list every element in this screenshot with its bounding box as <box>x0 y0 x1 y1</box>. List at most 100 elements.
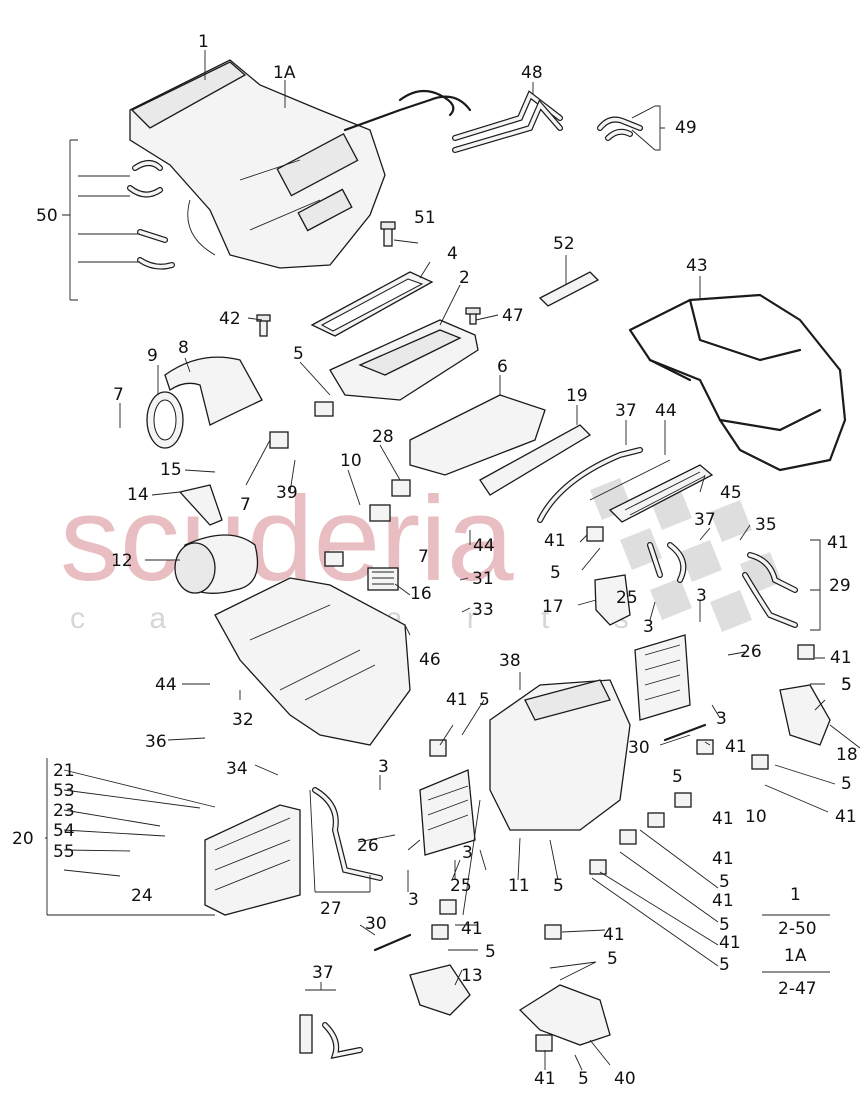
housing-2 <box>329 319 479 401</box>
leader-lines <box>45 50 861 1071</box>
refrigerant-pipes-48 <box>452 90 563 153</box>
callout-41-h: 41 <box>712 891 734 911</box>
callout-44-c: 44 <box>155 675 177 695</box>
callout-41-right: 41 <box>827 533 849 553</box>
callout-26-b: 26 <box>357 836 379 856</box>
callout-52: 52 <box>553 234 575 254</box>
callout-7-b: 7 <box>240 495 251 515</box>
callout-26-a: 26 <box>740 642 762 662</box>
callout-53: 53 <box>53 781 75 801</box>
callout-5-a: 5 <box>293 344 304 364</box>
callout-51: 51 <box>414 208 436 228</box>
screw-47 <box>465 307 481 325</box>
callout-41-j: 41 <box>603 925 625 945</box>
callout-48: 48 <box>521 63 543 83</box>
callout-5-right: 5 <box>841 675 852 695</box>
callout-45: 45 <box>720 483 742 503</box>
callout-43: 43 <box>686 256 708 276</box>
reference-1-part: 1 <box>790 885 801 905</box>
callout-54: 54 <box>53 821 75 841</box>
callout-5-i: 5 <box>719 915 730 935</box>
callout-5-c: 5 <box>841 675 852 695</box>
callout-41-i: 41 <box>461 919 483 939</box>
sensor-30-lower <box>373 933 412 952</box>
callout-28: 28 <box>372 427 394 447</box>
callout-41-extra: 41 <box>719 933 741 953</box>
callout-14: 14 <box>127 485 149 505</box>
climate-unit-assembly <box>129 59 472 269</box>
screw-51 <box>380 221 396 247</box>
callout-4: 4 <box>447 244 458 264</box>
callout-13: 13 <box>461 966 483 986</box>
callout-3-d: 3 <box>378 757 389 777</box>
callout-5-extra: 5 <box>719 955 730 975</box>
callout-5-k: 5 <box>607 949 618 969</box>
pipes-29 <box>742 552 798 628</box>
callout-37-c: 37 <box>312 963 334 983</box>
callout-33: 33 <box>472 600 494 620</box>
duct-37 <box>537 447 643 523</box>
clips-41 <box>429 526 815 1052</box>
ring-9 <box>146 391 184 449</box>
callout-10-b: 10 <box>745 807 767 827</box>
callout-55: 55 <box>53 842 75 862</box>
duct-37-right <box>647 542 687 583</box>
callout-34: 34 <box>226 759 248 779</box>
reference-1a-part: 1A <box>784 946 807 966</box>
callout-37-a: 37 <box>615 401 637 421</box>
screw-42 <box>256 314 271 337</box>
callout-41-c: 41 <box>446 690 468 710</box>
callout-29: 29 <box>829 576 851 596</box>
callout-24: 24 <box>131 886 153 906</box>
callout-1: 1 <box>198 32 209 52</box>
fan-housing-8 <box>164 356 263 426</box>
grille-45 <box>608 464 714 523</box>
pipe-27 <box>312 787 383 881</box>
callout-41-e: 41 <box>835 807 857 827</box>
callout-50: 50 <box>36 206 58 226</box>
callout-30-a: 30 <box>628 738 650 758</box>
callout-15: 15 <box>160 460 182 480</box>
callout-30-b: 30 <box>365 914 387 934</box>
callout-23: 23 <box>53 801 75 821</box>
callout-39: 39 <box>276 483 298 503</box>
callout-7-c: 7 <box>418 547 429 567</box>
reference-1-range: 2-50 <box>778 919 817 939</box>
lower-housing-46 <box>214 577 411 746</box>
callout-8: 8 <box>178 338 189 358</box>
callout-5-h: 5 <box>719 872 730 892</box>
callout-3-f: 3 <box>408 890 419 910</box>
callout-41-d: 41 <box>725 737 747 757</box>
checkered-flag-mark <box>590 478 782 632</box>
callout-3-e: 3 <box>462 843 473 863</box>
callout-19: 19 <box>566 386 588 406</box>
callout-44-b: 44 <box>473 536 495 556</box>
callout-44-a: 44 <box>655 401 677 421</box>
sensor-30-upper <box>663 723 707 742</box>
heat-exchanger-20 <box>204 804 301 916</box>
bracket-19 <box>479 424 592 496</box>
callout-12: 12 <box>111 551 133 571</box>
callout-6: 6 <box>497 357 508 377</box>
hoses-49 <box>597 116 643 141</box>
callout-5-b: 5 <box>550 563 561 583</box>
callout-25-a: 25 <box>616 588 638 608</box>
duct-37-bottom <box>299 1014 363 1059</box>
callout-11: 11 <box>508 876 530 896</box>
callout-47: 47 <box>502 306 524 326</box>
resistor-16 <box>367 567 399 591</box>
callout-16: 16 <box>410 584 432 604</box>
callout-36: 36 <box>145 732 167 752</box>
callout-38: 38 <box>499 651 521 671</box>
evaporator-25-upper <box>634 634 691 721</box>
duct-18 <box>779 684 831 746</box>
callout-18: 18 <box>836 745 858 765</box>
callout-numbers: 1 1A 48 49 50 51 52 43 4 2 47 42 9 8 5 6… <box>12 32 858 1089</box>
bracket-14 <box>178 484 223 526</box>
callout-5-g: 5 <box>553 876 564 896</box>
small-parts-upper <box>269 401 411 567</box>
callout-20: 20 <box>12 829 34 849</box>
callout-3-a: 3 <box>696 586 707 606</box>
callout-41-k: 41 <box>534 1069 556 1089</box>
